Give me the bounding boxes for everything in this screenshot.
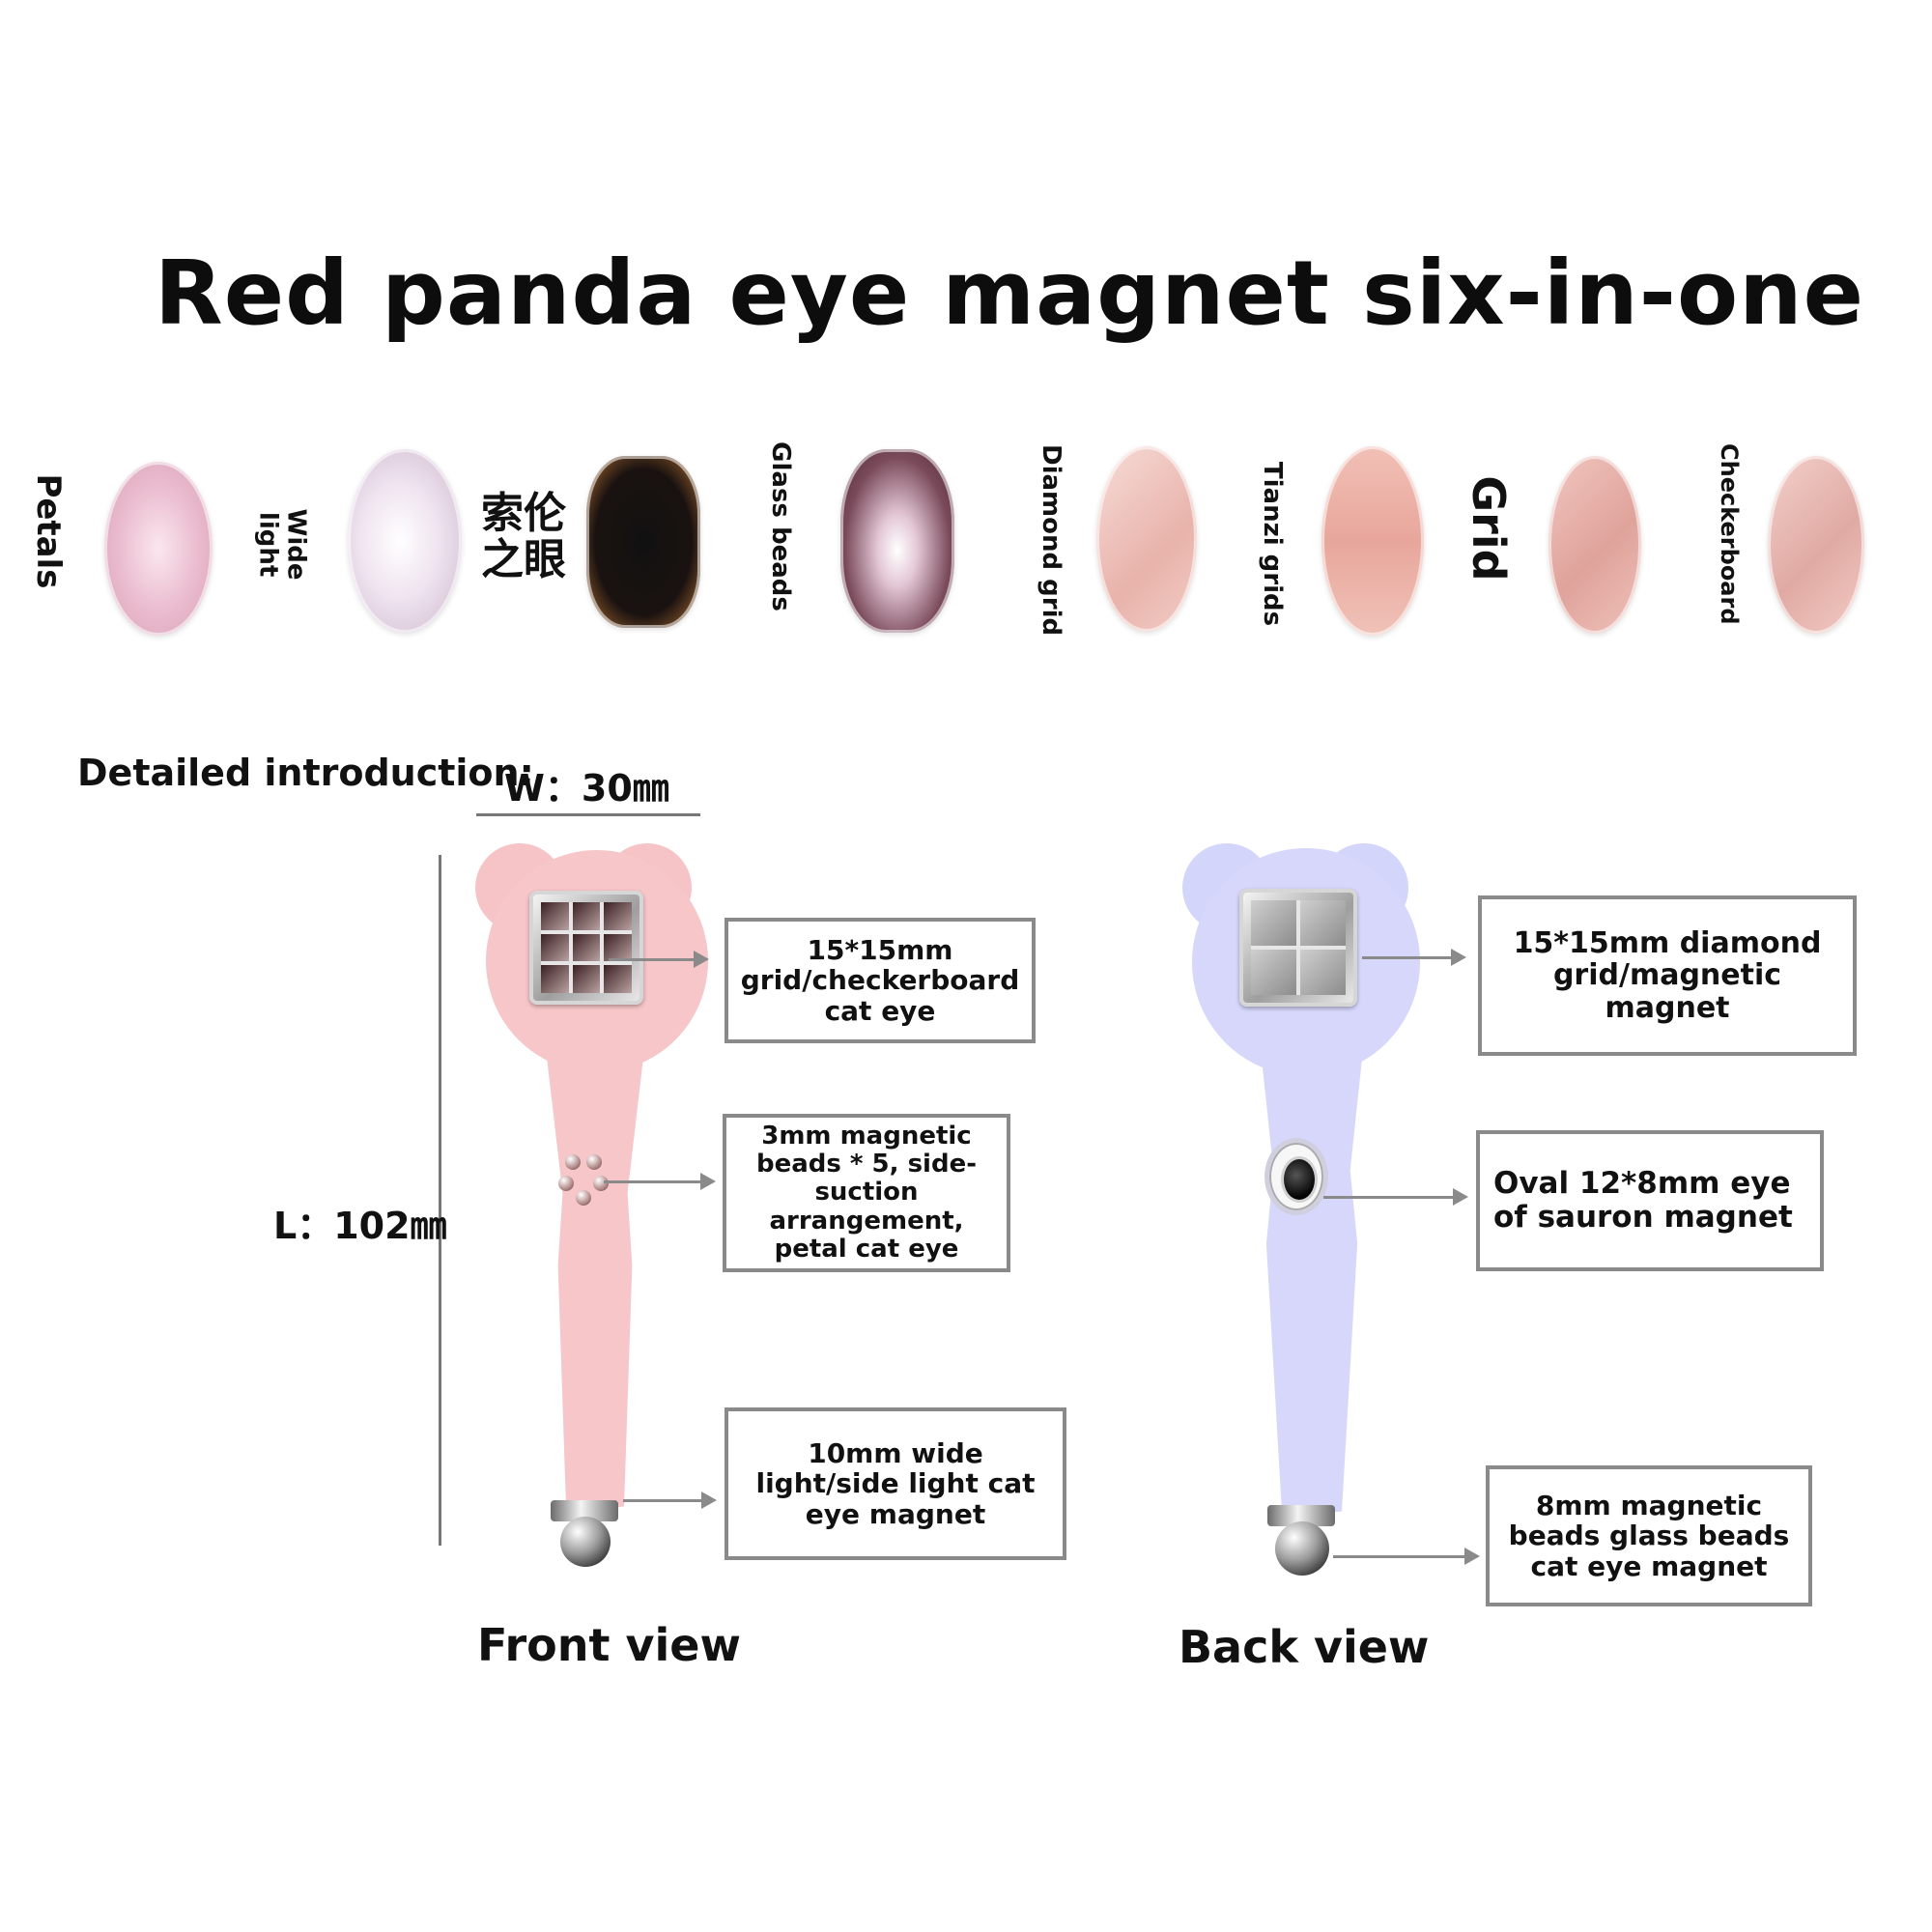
label-wide-light: Wide light: [254, 508, 311, 581]
label-grid: Grid: [1463, 475, 1515, 582]
front-grid-callout: 15*15mm grid/checkerboard cat eye: [724, 918, 1036, 1043]
back-tip-ball: [1275, 1521, 1329, 1576]
nail-tianzi-grids: [1321, 446, 1424, 636]
nail-diamond-grid: [1096, 446, 1197, 632]
back-grid-arrow: [1362, 949, 1466, 966]
nail-petals: [104, 462, 213, 636]
label-tianzi-grids: Tianzi grids: [1258, 461, 1287, 627]
label-sauron: 索伦之眼: [481, 489, 566, 585]
front-view-label: Front view: [477, 1619, 741, 1671]
nail-glass-beads: [840, 449, 954, 633]
back-grid-callout: 15*15mm diamond grid/magnetic magnet: [1478, 895, 1857, 1056]
back-view-label: Back view: [1179, 1621, 1430, 1673]
label-diamond-grid: Diamond grid: [1037, 444, 1065, 637]
label-checkerboard: Checkerboard: [1716, 443, 1743, 625]
front-tip-collar: [551, 1500, 618, 1521]
front-beads-callout: 3mm magnetic beads * 5, side-suction arr…: [723, 1114, 1010, 1272]
length-line: [439, 855, 441, 1546]
width-line: [476, 813, 700, 816]
back-tip-arrow: [1333, 1548, 1480, 1565]
front-tip-callout: 10mm wide light/side light cat eye magne…: [724, 1407, 1066, 1560]
width-dimension: W：30㎜: [504, 767, 669, 810]
page-title: Red panda eye magnet six-in-one: [154, 242, 1865, 345]
front-grid-magnet: [529, 891, 643, 1005]
label-glass-beads: Glass beads: [766, 441, 795, 611]
nail-wide-light: [348, 449, 462, 633]
back-oval-arrow: [1323, 1188, 1468, 1206]
back-tip-collar: [1267, 1505, 1335, 1526]
back-oval-callout: Oval 12*8mm eye of sauron magnet: [1476, 1130, 1824, 1271]
label-petals: Petals: [29, 473, 68, 589]
front-tip-arrow: [623, 1492, 717, 1509]
nail-grid: [1548, 456, 1641, 634]
front-shaft: [543, 1024, 647, 1507]
nail-sauron: [586, 456, 700, 628]
back-oval-magnet: [1264, 1138, 1328, 1215]
front-beads-arrow: [604, 1173, 716, 1190]
length-dimension: L：102㎜: [273, 1205, 447, 1247]
front-neck: [529, 1005, 661, 1063]
back-tip-callout: 8mm magnetic beads glass beads cat eye m…: [1486, 1465, 1812, 1606]
back-shaft: [1258, 1024, 1366, 1512]
back-grid-magnet: [1239, 889, 1357, 1007]
front-tip-ball: [560, 1517, 611, 1567]
front-grid-arrow: [609, 951, 709, 968]
nail-checkerboard: [1768, 456, 1864, 634]
intro-label: Detailed introduction:: [77, 752, 534, 794]
